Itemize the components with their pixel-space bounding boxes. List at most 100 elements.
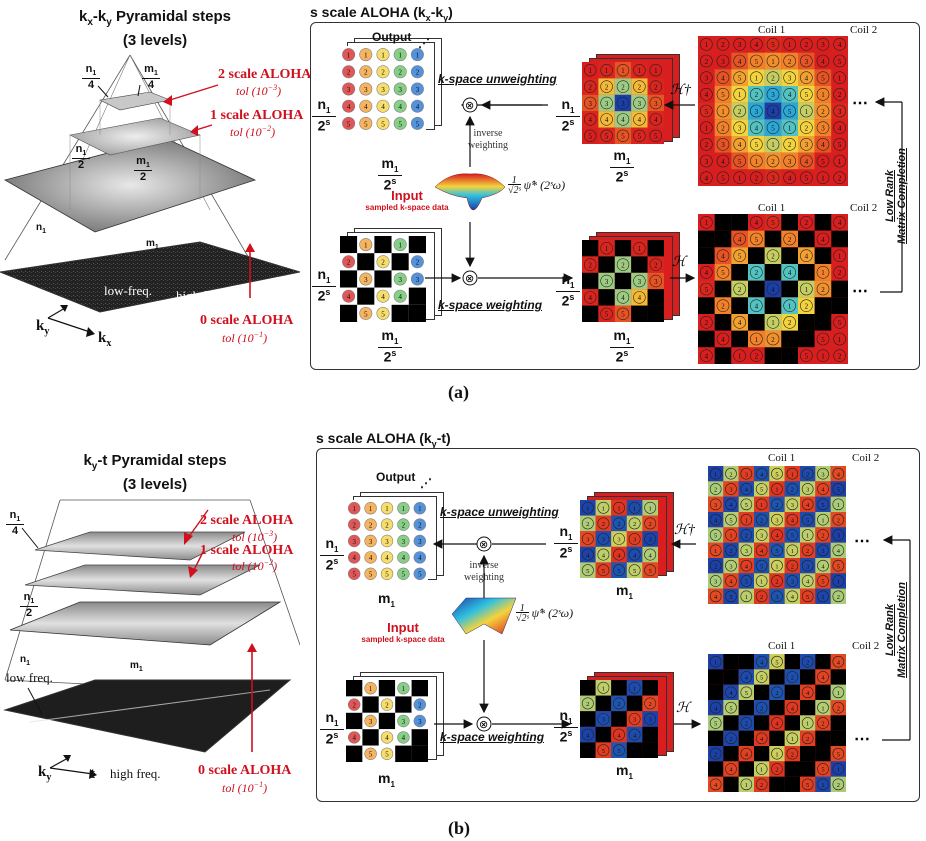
svg-text:2: 2 bbox=[729, 736, 732, 743]
svg-text:1: 1 bbox=[805, 286, 809, 294]
axis-kx-a: kx bbox=[98, 330, 112, 349]
svg-text:5: 5 bbox=[705, 286, 709, 294]
svg-text:⋯: ⋯ bbox=[852, 95, 868, 112]
high-freq-b: high freq. bbox=[110, 766, 161, 781]
svg-text:1: 1 bbox=[602, 505, 605, 512]
svg-text:3: 3 bbox=[771, 91, 775, 99]
svg-text:5: 5 bbox=[729, 594, 732, 601]
svg-text:1: 1 bbox=[755, 158, 759, 166]
svg-text:ℋ: ℋ bbox=[676, 701, 692, 716]
svg-text:2: 2 bbox=[633, 521, 636, 528]
svg-text:2: 2 bbox=[721, 125, 725, 133]
svg-text:3: 3 bbox=[714, 579, 717, 586]
svg-text:1: 1 bbox=[621, 68, 625, 75]
scale2-tol-b: tol (10−3) bbox=[232, 529, 278, 544]
svg-text:5: 5 bbox=[721, 91, 725, 99]
svg-text:4: 4 bbox=[621, 295, 625, 302]
svg-text:1: 1 bbox=[705, 125, 709, 133]
m1-label-b: m1 bbox=[130, 660, 143, 673]
svg-text:3: 3 bbox=[605, 101, 609, 108]
svg-text:4: 4 bbox=[588, 295, 592, 302]
svg-text:4: 4 bbox=[821, 487, 825, 494]
unweighting-label-b: k-space unweighting bbox=[440, 505, 559, 519]
svg-text:1: 1 bbox=[745, 517, 748, 524]
svg-text:4: 4 bbox=[364, 103, 368, 111]
svg-text:2: 2 bbox=[755, 353, 759, 361]
svg-text:2: 2 bbox=[364, 69, 368, 77]
svg-text:2: 2 bbox=[352, 702, 356, 709]
svg-text:1: 1 bbox=[714, 471, 717, 478]
svg-text:3: 3 bbox=[821, 125, 825, 133]
svg-text:5: 5 bbox=[364, 120, 368, 128]
svg-text:4: 4 bbox=[821, 141, 825, 149]
svg-text:3: 3 bbox=[364, 86, 368, 94]
svg-text:4: 4 bbox=[586, 732, 590, 739]
svg-text:2: 2 bbox=[771, 253, 775, 261]
svg-text:2: 2 bbox=[705, 58, 709, 66]
svg-text:4: 4 bbox=[705, 175, 709, 183]
svg-text:4: 4 bbox=[738, 141, 742, 149]
svg-text:1: 1 bbox=[837, 767, 840, 774]
output-dots-b: ⋰ bbox=[420, 476, 432, 490]
svg-text:4: 4 bbox=[821, 675, 825, 682]
svg-text:1: 1 bbox=[418, 506, 422, 513]
axis-ky-a: ky bbox=[36, 318, 50, 337]
svg-text:3: 3 bbox=[402, 539, 406, 546]
svg-text:3: 3 bbox=[369, 539, 373, 546]
coil2-bottom-a: Coil 2 bbox=[850, 202, 878, 214]
svg-text:1: 1 bbox=[837, 690, 840, 697]
scale2-tol-a: tol (10−3) bbox=[236, 83, 282, 98]
svg-text:3: 3 bbox=[416, 86, 420, 94]
svg-text:3: 3 bbox=[633, 717, 637, 724]
svg-text:4: 4 bbox=[755, 303, 759, 311]
svg-text:1: 1 bbox=[586, 505, 589, 512]
svg-text:5: 5 bbox=[402, 572, 406, 579]
svg-text:4: 4 bbox=[714, 517, 718, 524]
svg-text:2: 2 bbox=[621, 84, 625, 91]
svg-text:3: 3 bbox=[755, 108, 759, 116]
svg-text:2: 2 bbox=[347, 259, 351, 267]
svg-text:4: 4 bbox=[602, 552, 606, 559]
svg-text:ℋ: ℋ bbox=[672, 255, 688, 270]
svg-text:1: 1 bbox=[638, 246, 642, 253]
svg-text:1: 1 bbox=[714, 659, 717, 666]
svg-text:2: 2 bbox=[788, 319, 792, 327]
svg-text:5: 5 bbox=[347, 120, 351, 128]
svg-text:1: 1 bbox=[738, 175, 742, 183]
svg-text:1: 1 bbox=[654, 68, 658, 75]
svg-text:4: 4 bbox=[775, 721, 779, 728]
svg-text:2: 2 bbox=[649, 701, 652, 708]
svg-text:2: 2 bbox=[588, 262, 592, 269]
scale0-label-a: 0 scale ALOHA bbox=[200, 313, 294, 328]
svg-text:1: 1 bbox=[838, 75, 842, 83]
coil1-top-b: Coil 1 bbox=[768, 452, 796, 464]
svg-text:1: 1 bbox=[588, 68, 592, 75]
svg-text:2: 2 bbox=[738, 286, 742, 294]
svg-text:3: 3 bbox=[347, 86, 351, 94]
svg-text:1: 1 bbox=[821, 353, 825, 361]
svg-text:3: 3 bbox=[771, 175, 775, 183]
svg-text:3: 3 bbox=[821, 471, 824, 478]
svg-text:5: 5 bbox=[838, 319, 842, 327]
svg-text:5: 5 bbox=[775, 471, 778, 478]
svg-text:5: 5 bbox=[821, 158, 825, 166]
svg-text:4: 4 bbox=[654, 117, 658, 124]
svg-text:2: 2 bbox=[586, 701, 589, 708]
svg-text:5: 5 bbox=[617, 568, 621, 575]
output-label-a: Output bbox=[372, 30, 412, 44]
svg-text:5: 5 bbox=[791, 533, 794, 540]
svg-text:4: 4 bbox=[788, 91, 792, 99]
svg-text:4: 4 bbox=[738, 58, 742, 66]
svg-text:4: 4 bbox=[721, 158, 725, 166]
svg-text:1: 1 bbox=[416, 52, 420, 60]
svg-text:1: 1 bbox=[714, 548, 717, 555]
svg-text:5: 5 bbox=[755, 58, 759, 66]
svg-text:5: 5 bbox=[381, 120, 385, 128]
svg-text:1: 1 bbox=[760, 767, 763, 774]
